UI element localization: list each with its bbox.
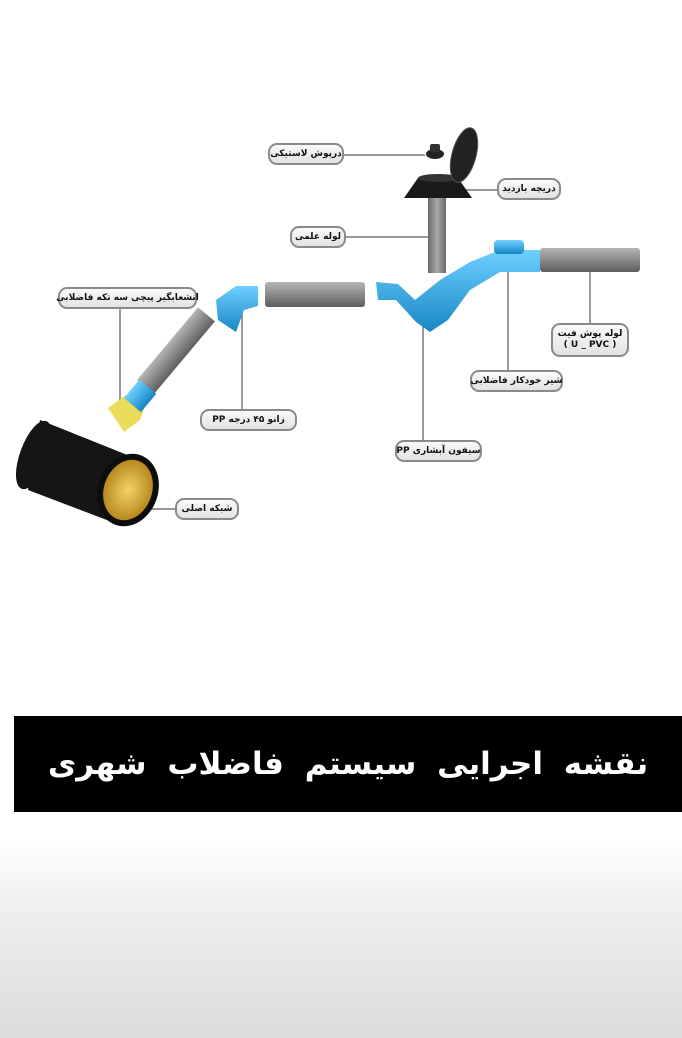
leader-lines bbox=[119, 154, 591, 510]
label-pushfit-pipe-line1: لوله پوش فیت bbox=[557, 329, 623, 339]
inspection-hatch bbox=[404, 127, 479, 198]
label-riser-pipe: لوله علمی bbox=[290, 226, 346, 248]
label-check-valve: شیر خودکار فاضلابی bbox=[470, 370, 563, 392]
diagonal-pipe bbox=[137, 307, 215, 395]
label-rubber-cap: درپوش لاستیکی bbox=[268, 143, 344, 165]
label-cascade-siphon: سیفون آبشاری PP bbox=[395, 440, 482, 462]
pushfit-pipe-right bbox=[540, 248, 640, 272]
label-pushfit-pipe-line2: ( U _ PVC ) bbox=[563, 340, 617, 350]
riser-pipe bbox=[428, 198, 446, 273]
label-elbow-45: زانو ۴۵ درجه PP bbox=[200, 409, 297, 431]
label-saddle-branch: انشعابگیر پیچی سه تکه فاضلابی bbox=[56, 287, 199, 309]
pushfit-pipe-middle bbox=[265, 282, 365, 307]
label-pushfit-pipe: لوله پوش فیت ( U _ PVC ) bbox=[551, 323, 629, 357]
label-main-network: شبکه اصلی bbox=[175, 498, 239, 520]
title-banner: نقشه اجرایی سیستم فاضلاب شهری bbox=[14, 716, 682, 812]
label-inspection-hatch: دریچه بازدید bbox=[497, 178, 561, 200]
sewer-system-diagram bbox=[15, 127, 640, 527]
elbow-45 bbox=[216, 286, 258, 332]
saddle-branch bbox=[108, 379, 157, 432]
cascade-siphon bbox=[376, 240, 540, 332]
rubber-cap bbox=[426, 144, 444, 159]
main-network-pipe bbox=[15, 420, 159, 527]
banner-title: نقشه اجرایی سیستم فاضلاب شهری bbox=[47, 746, 649, 782]
